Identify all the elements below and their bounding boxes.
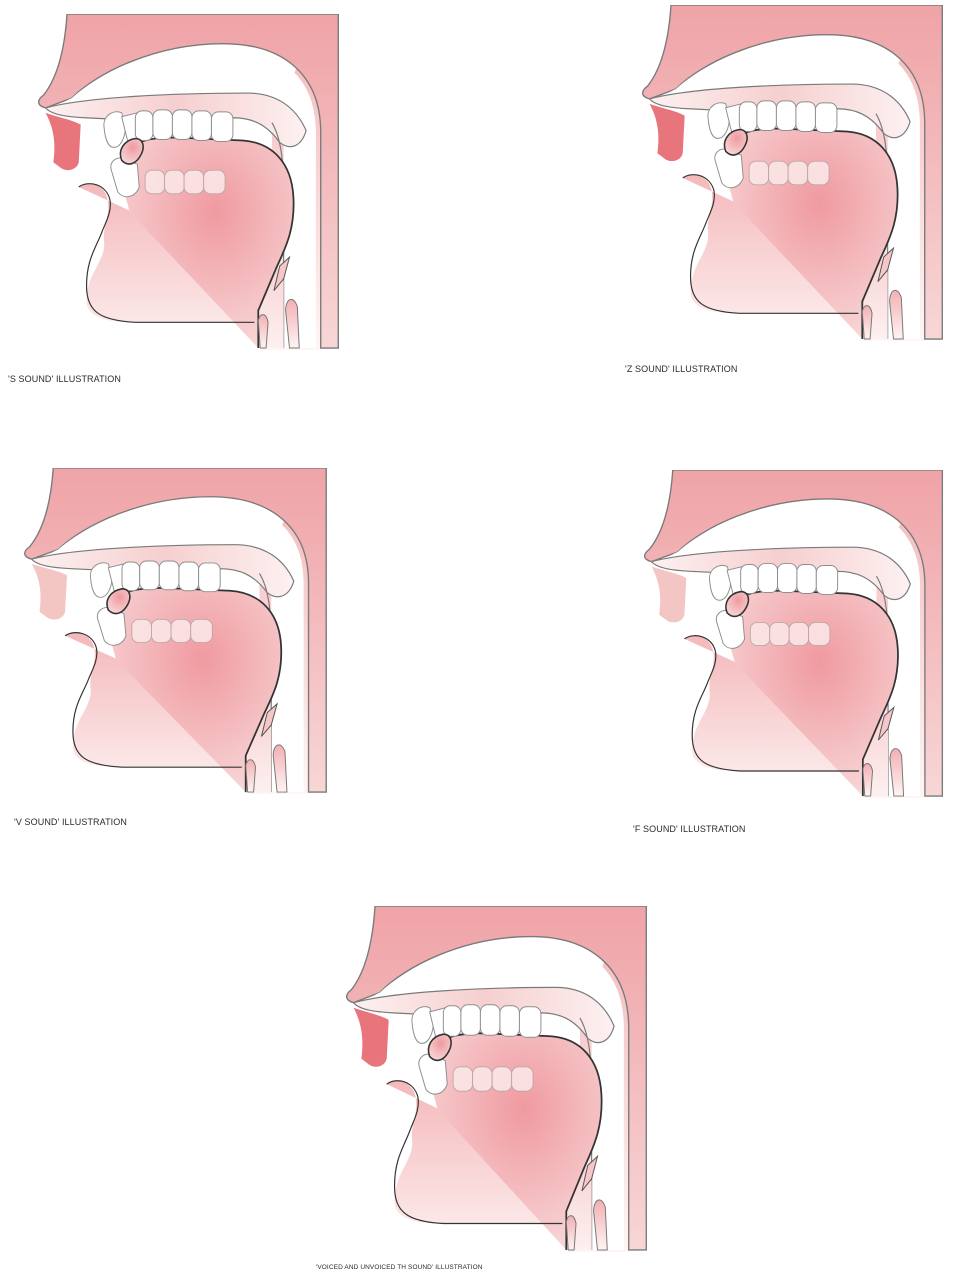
th-sound-sagittal-diagram [336, 906, 658, 1252]
caption-s-sound: 'S SOUND' ILLUSTRATION [8, 374, 121, 384]
f-sound-sagittal-diagram [634, 470, 954, 798]
illustration-s-sound [28, 14, 350, 350]
illustration-z-sound [632, 5, 954, 341]
s-sound-sagittal-diagram [28, 14, 350, 350]
caption-f-sound: 'F SOUND' ILLUSTRATION [633, 824, 745, 834]
caption-th-sound: 'VOICED AND UNVOICED TH SOUND' ILLUSTRAT… [316, 1264, 483, 1271]
illustration-v-sound [14, 468, 338, 794]
upper-lip-v [32, 564, 67, 620]
caption-v-sound: 'V SOUND' ILLUSTRATION [14, 817, 127, 827]
upper-lip-s [46, 113, 81, 170]
caption-z-sound: 'Z SOUND' ILLUSTRATION [625, 364, 737, 374]
z-sound-sagittal-diagram [632, 5, 954, 341]
upper-lip-th [354, 1008, 389, 1067]
illustration-th-sound [336, 906, 658, 1252]
upper-lip-f [651, 566, 686, 622]
upper-lip-z [650, 104, 685, 161]
v-sound-sagittal-diagram [14, 468, 338, 794]
illustration-f-sound [634, 470, 954, 798]
